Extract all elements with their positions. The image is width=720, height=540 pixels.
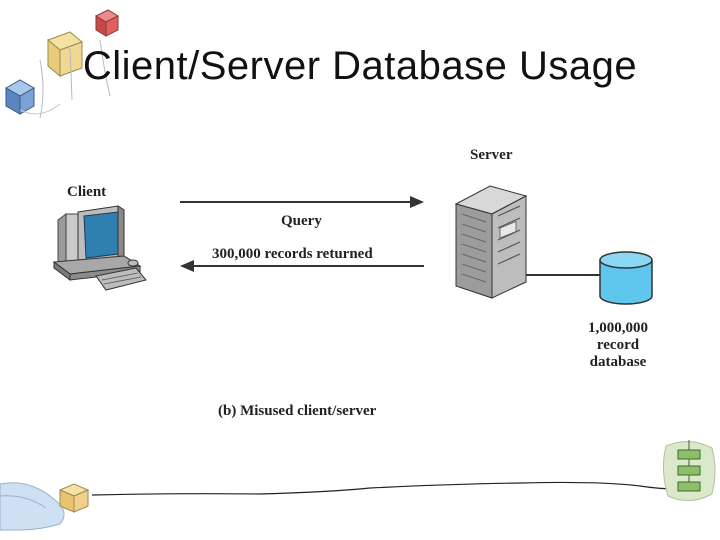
server-icon [454, 185, 528, 299]
hand-cube-icon [0, 482, 90, 531]
records-returned-label: 300,000 records returned [212, 246, 373, 262]
server-label: Server [470, 147, 513, 163]
records-arrow [180, 260, 424, 272]
client-computer-icon [52, 205, 147, 291]
database-label-line1: 1,000,000 [588, 320, 648, 336]
green-blocks-icon [662, 440, 716, 501]
slide-title: Client/Server Database Usage [82, 44, 638, 88]
database-icon [599, 251, 653, 305]
database-label: 1,000,000 record database [578, 320, 658, 371]
database-label-line2: record [596, 337, 640, 353]
figure-caption: (b) Misused client/server [218, 403, 377, 419]
database-label-line3: database [589, 354, 647, 370]
decorative-cubes-icon [4, 9, 120, 119]
query-label: Query [281, 213, 322, 229]
bottom-divider-line [91, 481, 677, 496]
client-label: Client [67, 184, 107, 200]
query-arrow [180, 196, 424, 208]
